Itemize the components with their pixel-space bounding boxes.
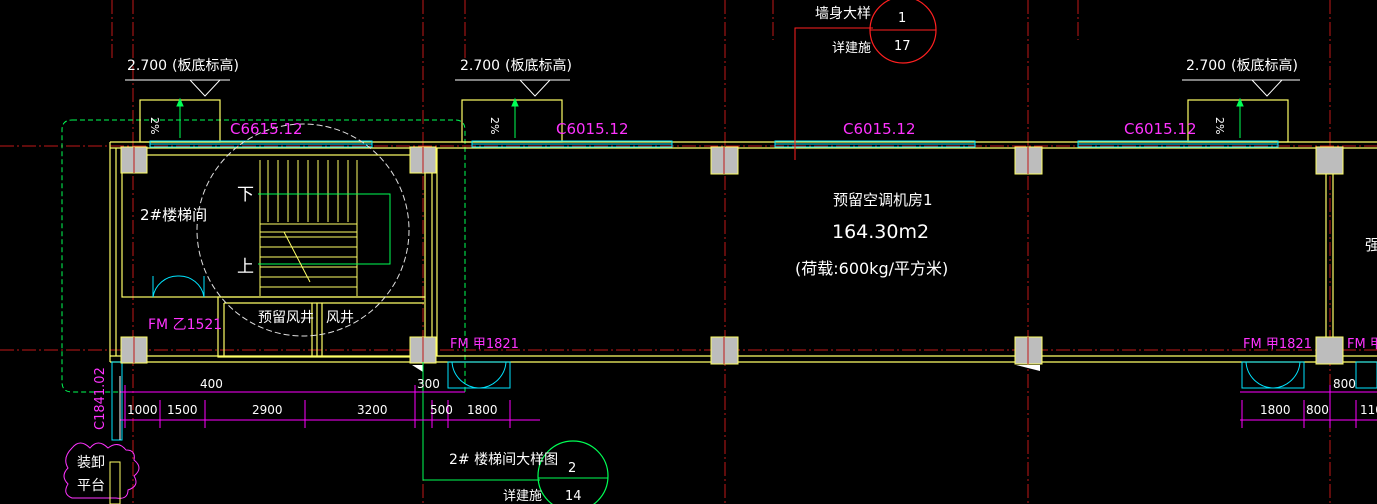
elevation-value: 2.700: [1186, 58, 1226, 74]
dimension-value: 110: [1360, 403, 1377, 417]
wall-callout-sub: 详建施: [832, 41, 871, 56]
slope-label: 2%: [148, 117, 161, 134]
wall-callout-number: 1: [898, 11, 906, 26]
callout-graphics: [422, 0, 937, 504]
door-tag: FM 甲1821: [1243, 337, 1312, 352]
side-window-tag: C1841.02: [93, 367, 108, 430]
stair-down: 下: [237, 185, 254, 205]
window-bands: [111, 140, 1279, 441]
shaft-label: 风井: [326, 310, 354, 326]
platform-label: 平台: [77, 478, 105, 494]
shaft-label: 预留风井: [258, 310, 314, 326]
door-tag: FM 乙1521: [148, 317, 222, 333]
columns: [120, 146, 1344, 365]
room-load: (荷载:600kg/平方米): [795, 259, 948, 278]
platform-label: 装卸: [77, 455, 105, 471]
column-axis-marks: [133, 147, 1029, 364]
walls: [109, 99, 1377, 363]
dimension-lines: [120, 385, 1377, 428]
wall-callout-label: 墙身大样: [815, 6, 871, 22]
stair-callout-sub: 详建施: [503, 489, 542, 504]
window-tag: C6615.12: [230, 120, 303, 138]
dimension-value: 2900: [252, 403, 283, 417]
elevation-value: 2.700: [127, 58, 167, 74]
dimension-value: 500: [430, 403, 453, 417]
dimension-value: 1000: [127, 403, 158, 417]
stair-callout-label: 2# 楼梯间大样图: [449, 452, 558, 468]
stair-callout-sheet: 14: [565, 489, 582, 504]
clipped-room-label: 强: [1365, 236, 1377, 254]
labels: 2.700 (板底标高) 2.700 (板底标高) 2.700 (板底标高) 2…: [77, 6, 1377, 504]
dimension-value: 1800: [1260, 403, 1291, 417]
elevation-markers: [125, 79, 1300, 97]
stair-up: 上: [237, 257, 254, 277]
stair-symbol: [196, 123, 410, 337]
platform-edge: [109, 461, 121, 504]
elevation-value: 2.700: [460, 58, 500, 74]
elevation-note: (板底标高): [1231, 57, 1298, 74]
door-tag: FM 甲: [1347, 337, 1377, 352]
stair-name: 2#楼梯间: [140, 206, 207, 224]
platform-cloud: [63, 442, 140, 499]
dimension-value: 400: [200, 377, 223, 391]
room-area: 164.30m2: [832, 221, 929, 243]
elevation-note: (板底标高): [172, 57, 239, 74]
door-tag: FM 甲1821: [450, 337, 519, 352]
window-tag: C6015.12: [1124, 120, 1197, 138]
dimension-value: 800: [1306, 403, 1329, 417]
dimension-value: 3200: [357, 403, 388, 417]
doors: [152, 275, 1377, 389]
dimension-value: 1500: [167, 403, 198, 417]
wall-callout-sheet: 17: [894, 39, 911, 54]
slope-label: 2%: [488, 117, 501, 134]
dimension-value: 800: [1333, 377, 1356, 391]
stair-callout-number: 2: [568, 461, 576, 476]
slope-label: 2%: [1213, 117, 1226, 134]
elevation-note: (板底标高): [505, 57, 572, 74]
stair-region-outline: [61, 119, 466, 393]
dimension-value: 1800: [467, 403, 498, 417]
slope-arrows: [176, 97, 1244, 138]
door-stoppers: [412, 365, 1040, 372]
dimension-value: 300: [417, 377, 440, 391]
room-name: 预留空调机房1: [833, 191, 933, 209]
window-tag: C6015.12: [556, 120, 629, 138]
window-tag: C6015.12: [843, 120, 916, 138]
